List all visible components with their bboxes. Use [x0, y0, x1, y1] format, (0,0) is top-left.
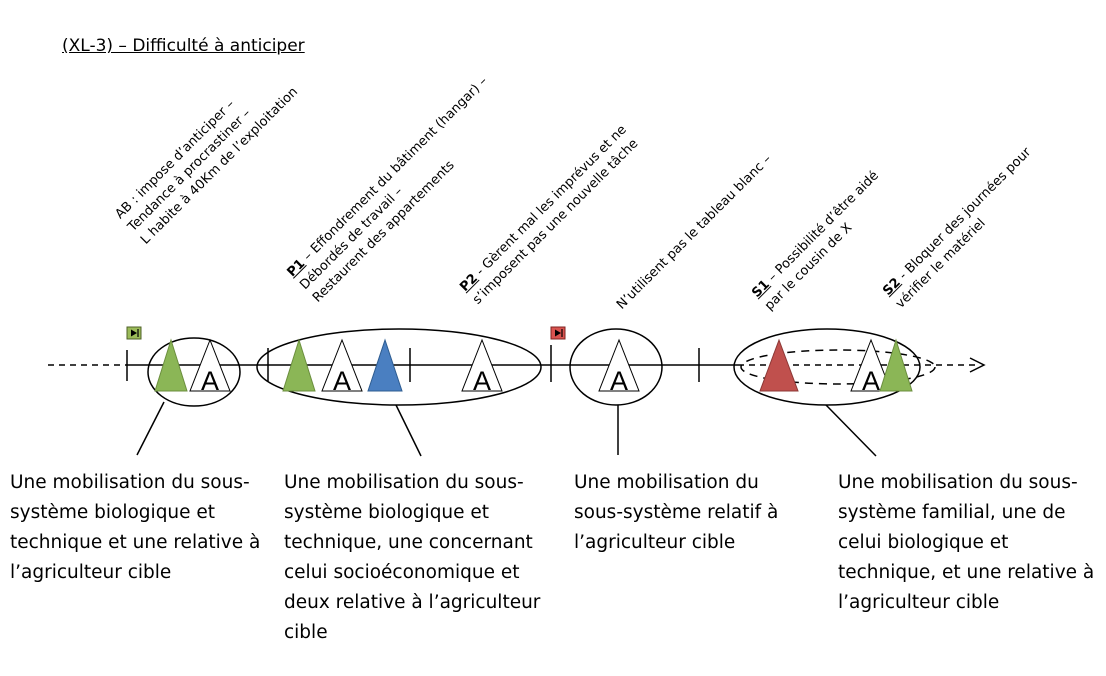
a-triangle: [189, 338, 231, 392]
red-flag-icon: [550, 326, 566, 340]
red-triangle: [759, 338, 799, 392]
green-triangle: [879, 338, 913, 392]
timeline-ticks: [126, 345, 700, 382]
green-triangle: [282, 338, 316, 392]
caption-connectors: [136, 401, 877, 457]
a-letter: A: [473, 366, 491, 396]
connector: [825, 404, 877, 457]
a-letter: A: [201, 366, 219, 396]
group-ellipse-3: [569, 328, 663, 406]
connector: [395, 404, 422, 457]
caption-3: Une mobilisation du sous-système relatif…: [574, 472, 779, 553]
group-ellipse-4-inner: [740, 349, 936, 385]
a-letter: A: [862, 366, 880, 396]
caption-1: Une mobilisation du sous-système biologi…: [10, 472, 261, 583]
a-letter: A: [333, 366, 351, 396]
a-triangle: [321, 338, 363, 392]
a-triangle: [850, 338, 892, 392]
caption-2: Une mobilisation du sous-système biologi…: [284, 472, 541, 643]
timeline-arrowhead: [969, 357, 986, 373]
a-letter: A: [610, 366, 628, 396]
blue-triangle: [367, 338, 403, 392]
caption-4: Une mobilisation du sous-système familia…: [838, 472, 1095, 613]
connector: [136, 401, 165, 456]
group-ellipse-1: [147, 337, 241, 407]
a-triangle: [461, 338, 503, 392]
green-triangle: [154, 338, 188, 392]
group-ellipse-2: [256, 328, 542, 406]
a-triangle: [598, 338, 640, 392]
green-flag-icon: [126, 326, 142, 340]
diagram-title: (XL-3) – Difficulté à anticiper: [62, 36, 305, 56]
